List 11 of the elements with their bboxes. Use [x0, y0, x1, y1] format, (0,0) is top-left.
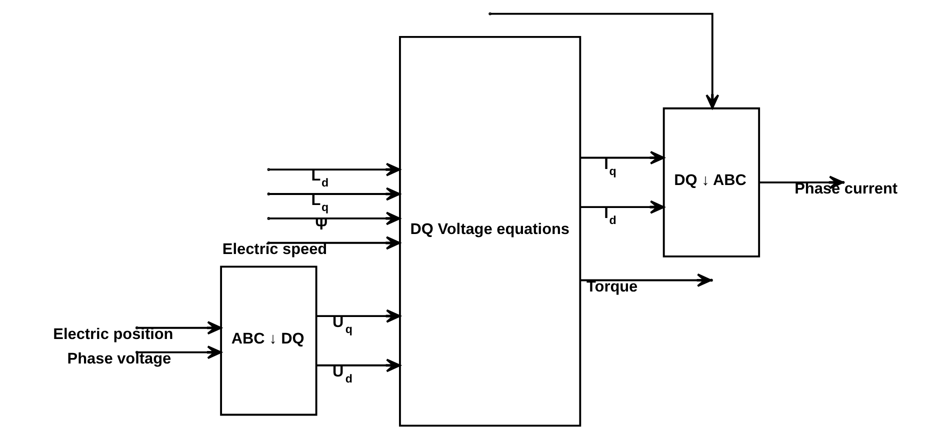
- edge-label: Electric speed: [222, 240, 328, 258]
- edge-label: Phase voltage: [67, 350, 172, 368]
- edge-label: Ψ: [315, 216, 328, 234]
- edge-label: Torque: [586, 278, 638, 296]
- edge-label: U$_{d}$: [332, 363, 352, 386]
- edge-label: U$_{q}$: [332, 314, 352, 336]
- edge-label: Electric position: [53, 326, 174, 343]
- edge-label: L$_{q}$: [311, 192, 329, 214]
- edge-label: I$_{d}$: [604, 205, 616, 228]
- edge-label: L$_{d}$: [311, 168, 329, 190]
- edge-label: I$_{q}$: [604, 156, 616, 178]
